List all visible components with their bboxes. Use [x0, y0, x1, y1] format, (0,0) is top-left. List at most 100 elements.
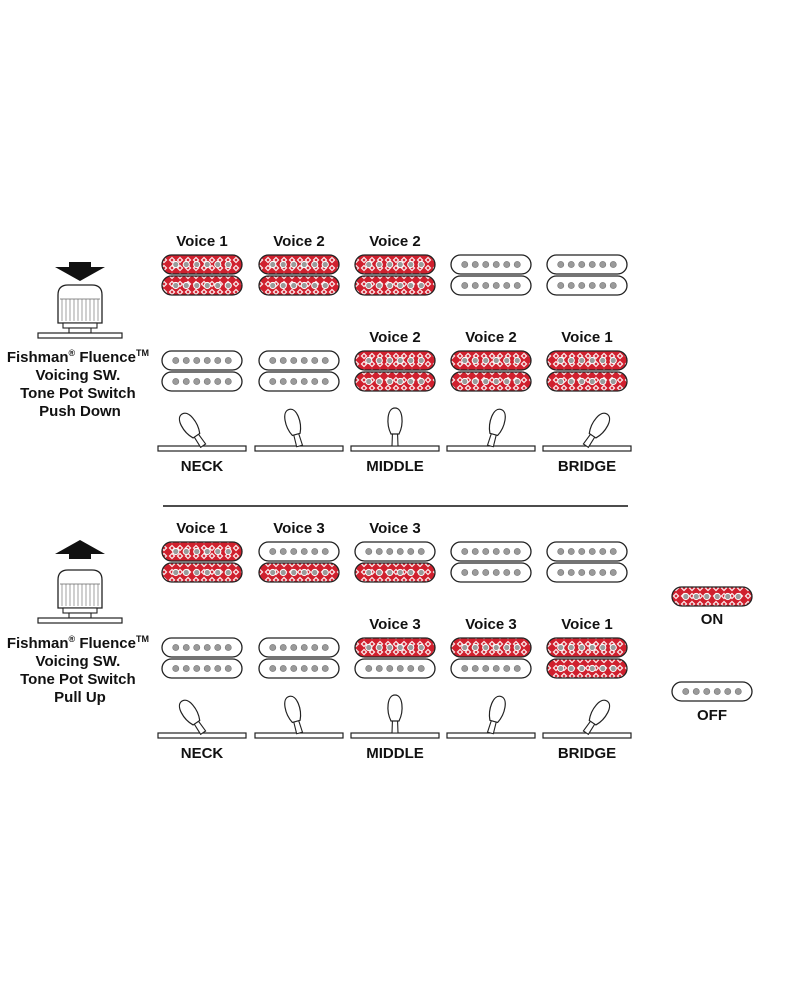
switch-position-2: Voice 2	[254, 233, 344, 452]
legend-on-pickup	[671, 586, 753, 607]
coil-on	[258, 275, 340, 296]
coil-on	[450, 371, 532, 392]
tone-knob-icon	[37, 569, 123, 624]
bridge-pickup	[161, 350, 243, 392]
coil-on	[450, 637, 532, 658]
switch-title: Fishman® FluenceTM Voicing SW. Tone Pot …	[7, 629, 153, 706]
position-label: MIDDLE	[366, 745, 424, 762]
bridge-voice-label: Voice 2	[465, 329, 516, 346]
coil-off	[450, 562, 532, 583]
legend: ON OFF	[671, 586, 753, 724]
neck-pickup	[161, 541, 243, 583]
coil-off	[450, 658, 532, 679]
coil-off	[161, 350, 243, 371]
coil-off	[161, 658, 243, 679]
coil-off	[258, 371, 340, 392]
coil-on	[671, 586, 753, 607]
coil-off	[546, 254, 628, 275]
neck-voice-label: Voice 1	[176, 233, 227, 250]
coil-on	[546, 371, 628, 392]
coil-on	[354, 637, 436, 658]
neck-pickup	[354, 254, 436, 296]
coil-on	[546, 637, 628, 658]
position-label: MIDDLE	[366, 458, 424, 475]
coil-off	[546, 541, 628, 562]
position-label: BRIDGE	[558, 745, 616, 762]
selector-switch-icon	[157, 412, 247, 452]
coil-off	[671, 681, 753, 702]
bridge-pickup	[258, 350, 340, 392]
selector-switch-icon	[542, 412, 632, 452]
bridge-voice-label: Voice 3	[465, 616, 516, 633]
coil-on	[354, 562, 436, 583]
coil-on	[161, 254, 243, 275]
coil-on	[354, 275, 436, 296]
switch-position-1: Voice 1 NECK	[157, 520, 247, 762]
legend-off-pickup	[671, 681, 753, 702]
coil-off	[258, 658, 340, 679]
tone-knob-icon	[37, 284, 123, 339]
coil-on	[354, 371, 436, 392]
neck-pickup	[546, 541, 628, 583]
bridge-pickup	[450, 637, 532, 679]
bridge-pickup	[161, 637, 243, 679]
switch-position-2: Voice 3	[254, 520, 344, 739]
coil-off	[161, 637, 243, 658]
neck-voice-label: Voice 1	[176, 520, 227, 537]
neck-pickup	[546, 254, 628, 296]
coil-on	[161, 275, 243, 296]
coil-off	[450, 541, 532, 562]
position-label: NECK	[181, 745, 224, 762]
neck-pickup	[258, 541, 340, 583]
bridge-pickup	[450, 350, 532, 392]
coil-on	[258, 562, 340, 583]
coil-off	[161, 371, 243, 392]
switch-position-5: Voice 1 BRIDGE	[542, 541, 632, 762]
bridge-pickup	[354, 350, 436, 392]
coil-on	[450, 350, 532, 371]
push-down-section: Fishman® FluenceTM Voicing SW. Tone Pot …	[7, 233, 632, 475]
selector-switch-icon	[254, 408, 344, 452]
selector-switch-icon	[350, 694, 440, 739]
selector-switch-icon	[542, 699, 632, 739]
coil-off	[450, 275, 532, 296]
coil-on	[354, 254, 436, 275]
switch-title: Fishman® FluenceTM Voicing SW. Tone Pot …	[7, 343, 153, 420]
coil-on	[546, 658, 628, 679]
bridge-voice-label: Voice 1	[561, 616, 612, 633]
coil-on	[161, 541, 243, 562]
selector-switch-icon	[254, 695, 344, 739]
coil-off	[354, 541, 436, 562]
coil-off	[546, 275, 628, 296]
neck-voice-label: Voice 3	[369, 520, 420, 537]
switch-position-4: Voice 2	[446, 254, 536, 452]
coil-off	[258, 541, 340, 562]
up-arrow-icon	[55, 540, 105, 559]
selector-switch-icon	[157, 699, 247, 739]
switch-position-4: Voice 3	[446, 541, 536, 739]
coil-off	[450, 254, 532, 275]
bridge-pickup	[258, 637, 340, 679]
neck-pickup	[161, 254, 243, 296]
position-label: BRIDGE	[558, 458, 616, 475]
neck-voice-label: Voice 2	[273, 233, 324, 250]
neck-pickup	[258, 254, 340, 296]
bridge-voice-label: Voice 1	[561, 329, 612, 346]
bridge-pickup	[546, 637, 628, 679]
neck-pickup	[450, 254, 532, 296]
neck-voice-label: Voice 2	[369, 233, 420, 250]
legend-off-label: OFF	[697, 707, 727, 724]
selector-switch-icon	[446, 695, 536, 739]
bridge-pickup	[354, 637, 436, 679]
coil-off	[546, 562, 628, 583]
neck-voice-label: Voice 3	[273, 520, 324, 537]
neck-pickup	[450, 541, 532, 583]
coil-on	[546, 350, 628, 371]
switch-position-5: Voice 1 BRIDGE	[542, 254, 632, 475]
coil-on	[354, 350, 436, 371]
coil-off	[258, 637, 340, 658]
